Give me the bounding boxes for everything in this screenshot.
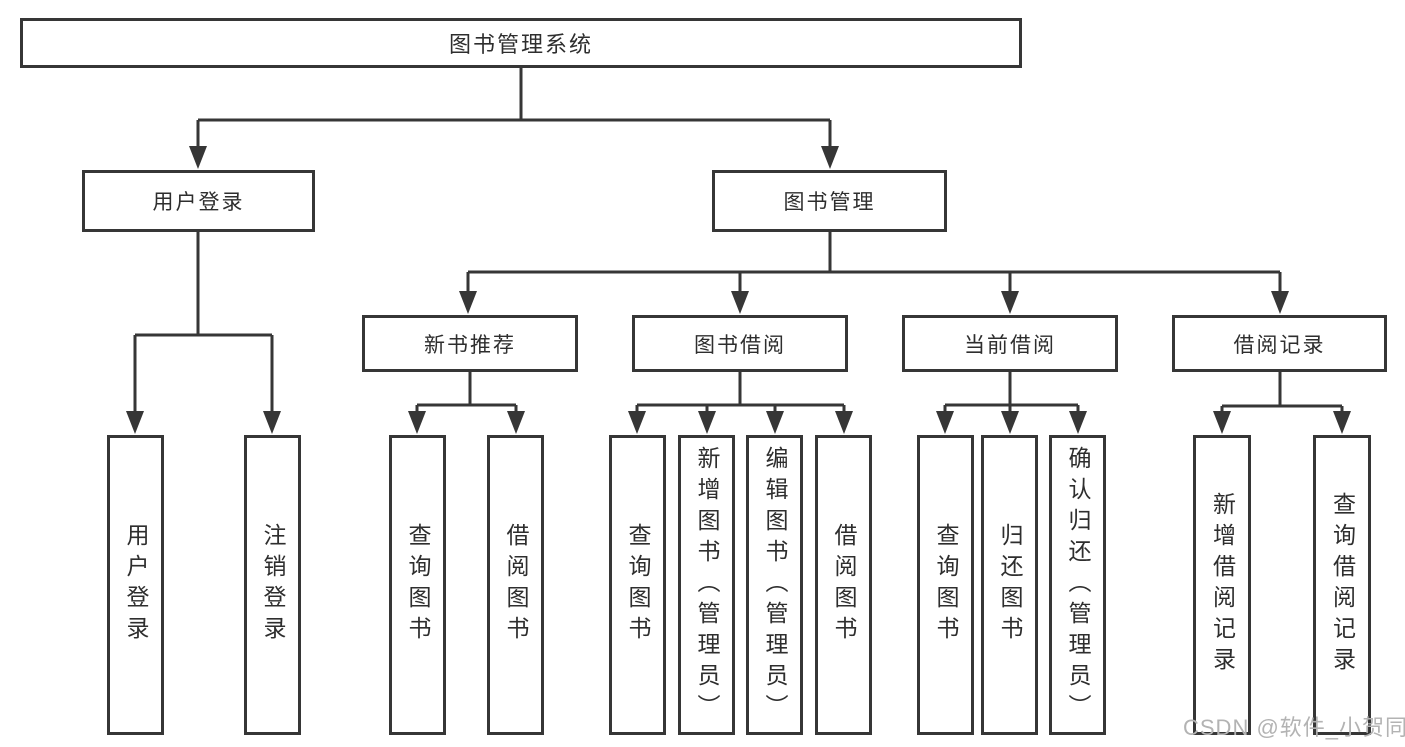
node-label: 查询图书 bbox=[933, 523, 959, 647]
node-label: 注销登录 bbox=[260, 523, 286, 647]
node-label: 查询图书 bbox=[405, 523, 431, 647]
watermark: CSDN @软件_小贺同学 bbox=[1183, 715, 1405, 740]
node-label: 图书管理系统 bbox=[448, 32, 593, 57]
node-leaf-confirm-return-admin: 确认归还（管理员） bbox=[1049, 435, 1106, 735]
node-label: 新增借阅记录 bbox=[1209, 492, 1236, 678]
node-book-borrowing: 图书借阅 bbox=[632, 315, 848, 372]
node-borrowing-records: 借阅记录 bbox=[1172, 315, 1387, 372]
node-leaf-edit-books-admin: 编辑图书（管理员） bbox=[746, 435, 803, 735]
node-leaf-add-borrow-record: 新增借阅记录 bbox=[1193, 435, 1251, 735]
node-label: 借阅图书 bbox=[831, 523, 857, 647]
node-label: 当前借阅 bbox=[964, 333, 1056, 357]
node-leaf-query-books-borrow: 查询图书 bbox=[609, 435, 666, 735]
node-label: 图书借阅 bbox=[694, 333, 786, 357]
node-leaf-borrow-books: 借阅图书 bbox=[815, 435, 872, 735]
node-leaf-return-books: 归还图书 bbox=[981, 435, 1038, 735]
node-label: 查询图书 bbox=[625, 523, 651, 647]
node-label: 新书推荐 bbox=[424, 333, 516, 357]
node-user-login-branch: 用户登录 bbox=[82, 170, 315, 232]
node-current-borrowing: 当前借阅 bbox=[902, 315, 1118, 372]
node-label: 新增图书（管理员） bbox=[694, 445, 720, 725]
node-label: 图书管理 bbox=[783, 191, 876, 214]
node-book-management-branch: 图书管理 bbox=[712, 170, 947, 232]
node-leaf-query-books-current: 查询图书 bbox=[917, 435, 974, 735]
node-leaf-borrow-books-rec: 借阅图书 bbox=[487, 435, 544, 735]
node-new-book-recommendation: 新书推荐 bbox=[362, 315, 578, 372]
node-leaf-logout: 注销登录 bbox=[244, 435, 301, 735]
node-label: 编辑图书（管理员） bbox=[762, 445, 788, 725]
node-library-management-system: 图书管理系统 bbox=[20, 18, 1022, 68]
node-label: 用户登录 bbox=[152, 191, 245, 214]
node-label: 查询借阅记录 bbox=[1329, 492, 1356, 678]
node-leaf-query-books-rec: 查询图书 bbox=[389, 435, 446, 735]
node-label: 借阅图书 bbox=[503, 523, 529, 647]
node-leaf-add-books-admin: 新增图书（管理员） bbox=[678, 435, 735, 735]
node-label: 用户登录 bbox=[123, 523, 149, 647]
node-leaf-user-login: 用户登录 bbox=[107, 435, 164, 735]
node-label: 归还图书 bbox=[997, 523, 1023, 647]
node-label: 借阅记录 bbox=[1233, 333, 1326, 357]
node-leaf-query-borrow-record: 查询借阅记录 bbox=[1313, 435, 1371, 735]
node-label: 确认归还（管理员） bbox=[1065, 445, 1091, 725]
